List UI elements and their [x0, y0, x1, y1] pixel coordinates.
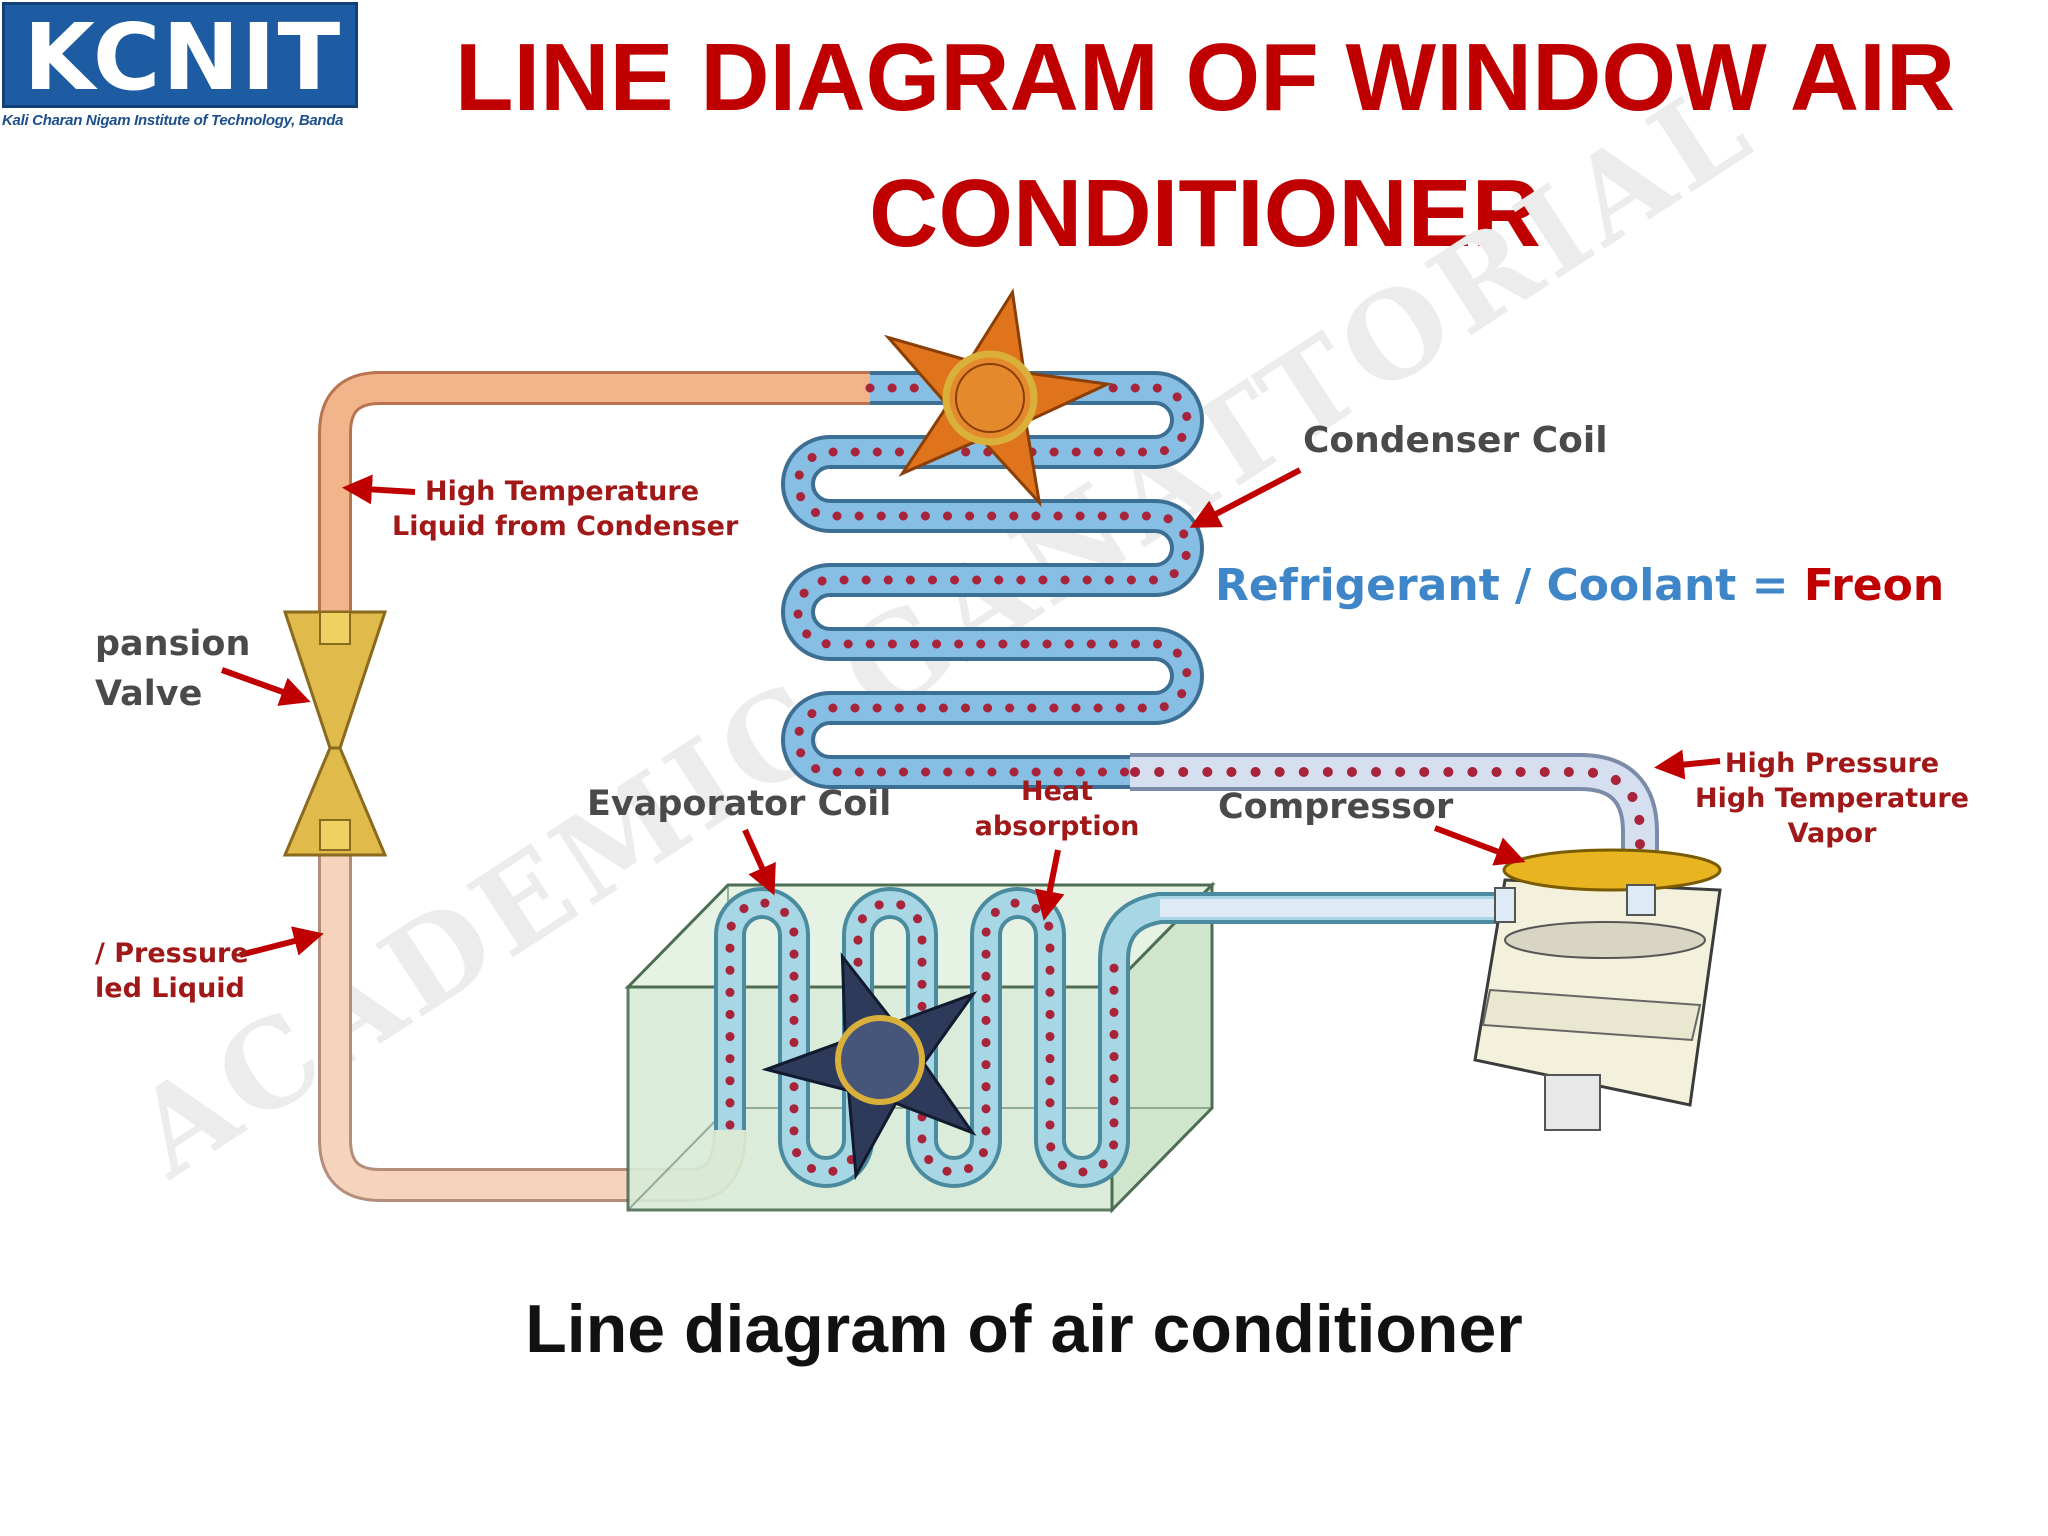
caption: Line diagram of air conditioner	[525, 1291, 1523, 1367]
compressor-label: Compressor	[1218, 787, 1454, 827]
hp-vapor-arrow	[1654, 749, 1721, 780]
hp-vapor-label-1: High Pressure	[1725, 748, 1939, 779]
high-temp-label-2: Liquid from Condenser	[392, 511, 739, 542]
liquid-pipe	[318, 371, 870, 615]
logo-box: KCNIT	[2, 2, 358, 111]
logo-text: KCNIT	[23, 4, 343, 111]
page-title: LINE DIAGRAM OF WINDOW AIR CONDITIONER	[380, 10, 2030, 282]
low-pressure-arrow	[239, 926, 324, 958]
label-arrows	[220, 467, 1721, 958]
heat-label-2: absorption	[975, 811, 1140, 842]
compressor-arrow	[1433, 825, 1526, 866]
condenser-fan	[883, 288, 1113, 508]
hp-vapor-label-2: High Temperature	[1695, 783, 1969, 814]
heat-arrow	[1034, 849, 1065, 921]
high-temp-label-1: High Temperature	[425, 476, 699, 507]
condenser-coil	[781, 371, 1204, 789]
title-line-2: CONDITIONER	[869, 160, 1541, 267]
compressor	[1473, 848, 1722, 1131]
low-pressure-label-2: led Liquid	[95, 973, 245, 1004]
expansion-valve	[282, 610, 388, 857]
hp-vapor-label-3: Vapor	[1788, 818, 1878, 849]
evaporator-fan	[761, 952, 978, 1181]
high-temp-arrow	[342, 474, 416, 505]
refrigerant-label: Refrigerant / Coolant = Freon	[1215, 560, 1944, 611]
condenser-coil-label: Condenser Coil	[1303, 420, 1608, 461]
expansion-arrow	[220, 667, 311, 706]
freon-text: Freon	[1804, 560, 1944, 611]
vapor-pipe	[1130, 753, 1659, 910]
kcnit-logo: KCNIT Kali Charan Nigam Institute of Tec…	[0, 0, 360, 138]
heat-label-1: Heat	[1021, 776, 1093, 807]
logo-subtitle: Kali Charan Nigam Institute of Technolog…	[2, 112, 344, 129]
refrigerant-text: Refrigerant / Coolant =	[1215, 560, 1804, 611]
expansion-label-2: Valve	[95, 674, 202, 714]
expansion-label-1: pansion	[95, 624, 250, 664]
evaporator-coil-label: Evaporator Coil	[587, 784, 891, 824]
evaporator-arrow	[742, 828, 776, 896]
low-pressure-label-1: / Pressure	[95, 938, 249, 969]
evaporator-coil	[714, 887, 1520, 1188]
title-line-1: LINE DIAGRAM OF WINDOW AIR	[454, 24, 1956, 131]
condenser-arrow	[1189, 467, 1302, 528]
